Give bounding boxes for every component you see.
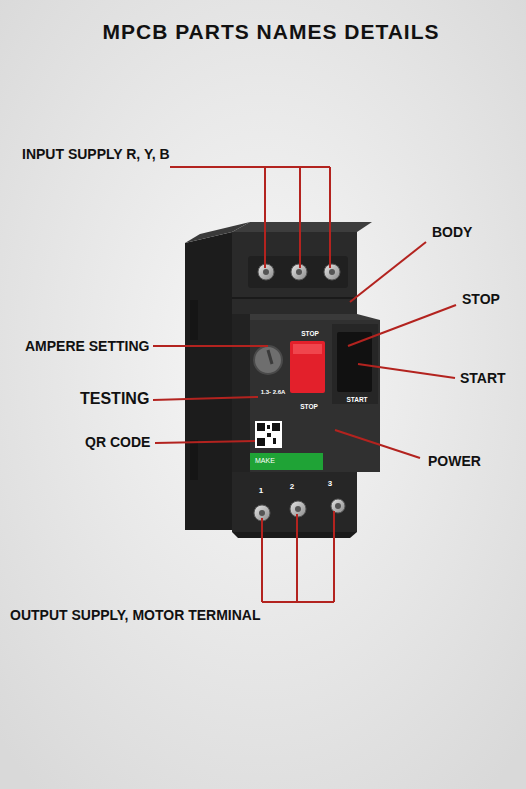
terminal-housing — [232, 232, 357, 314]
leader-line — [170, 166, 330, 168]
qr-code — [267, 433, 271, 437]
part-label: START — [460, 370, 506, 386]
part-label: AMPERE SETTING — [25, 338, 149, 354]
terminal-housing-top — [232, 222, 372, 232]
bottom-terminal-block — [232, 472, 357, 532]
leader-line — [348, 305, 456, 346]
leader-line — [299, 167, 301, 268]
leader-line — [329, 167, 331, 268]
output-terminals — [254, 499, 345, 521]
leader-line — [153, 397, 258, 400]
terminal-screw — [335, 503, 341, 509]
terminal-recess — [248, 256, 348, 288]
leader-line — [333, 511, 335, 602]
leader-lines — [153, 167, 456, 602]
rail-notch — [190, 440, 198, 480]
terminal-screw — [296, 269, 302, 275]
qr-code — [257, 438, 265, 446]
terminal-screw — [263, 269, 269, 275]
part-label: TESTING — [80, 390, 149, 408]
leader-line — [296, 514, 298, 602]
leader-line — [264, 167, 266, 268]
label-band: MAKE — [250, 453, 323, 470]
rail-notch — [190, 300, 198, 340]
start-button — [337, 332, 372, 392]
terminal-screw — [331, 499, 345, 513]
part-label: STOP — [462, 291, 500, 307]
leader-line — [335, 430, 420, 458]
terminal-screw — [329, 269, 335, 275]
terminal-number: 3 — [290, 479, 370, 488]
current-range: 1.3- 2.6A — [233, 389, 313, 396]
terminal-number: 1 — [221, 486, 301, 495]
switch-housing — [332, 324, 378, 404]
stop-button — [290, 341, 325, 393]
housing-ridge — [232, 297, 357, 299]
terminal-screw — [259, 510, 265, 516]
ampere-dial — [254, 346, 282, 374]
qr-code — [273, 438, 276, 444]
terminal-number: 2 — [252, 482, 332, 491]
qr-code — [272, 423, 280, 431]
leader-line — [262, 601, 334, 603]
bottom-edge — [232, 532, 357, 538]
leader-line — [153, 345, 268, 347]
leader-line — [358, 364, 455, 378]
band-text: MAKE — [255, 457, 318, 465]
terminal-screw — [324, 264, 340, 280]
terminal-screw — [295, 506, 301, 512]
part-label: INPUT SUPPLY R, Y, B — [22, 146, 170, 162]
part-label: BODY — [432, 224, 472, 240]
qr-code — [255, 421, 282, 448]
dial-slot — [268, 350, 272, 364]
leader-line — [350, 242, 426, 302]
qr-code — [267, 425, 270, 429]
device-marking: STOP — [269, 403, 349, 410]
front-step — [232, 314, 380, 320]
leader-line — [261, 518, 263, 602]
body-side — [185, 232, 232, 530]
front-edge — [232, 314, 250, 474]
device-marking: STOP — [270, 330, 350, 337]
device-marking: START — [317, 396, 397, 403]
leader-line — [155, 441, 255, 443]
qr-code — [257, 423, 265, 431]
stop-button-highlight — [293, 344, 322, 354]
part-label: OUTPUT SUPPLY, MOTOR TERMINAL — [10, 607, 260, 623]
diagram-title: MPCB PARTS NAMES DETAILS — [0, 20, 526, 44]
part-label: POWER — [428, 453, 481, 469]
part-label: QR CODE — [85, 434, 150, 450]
